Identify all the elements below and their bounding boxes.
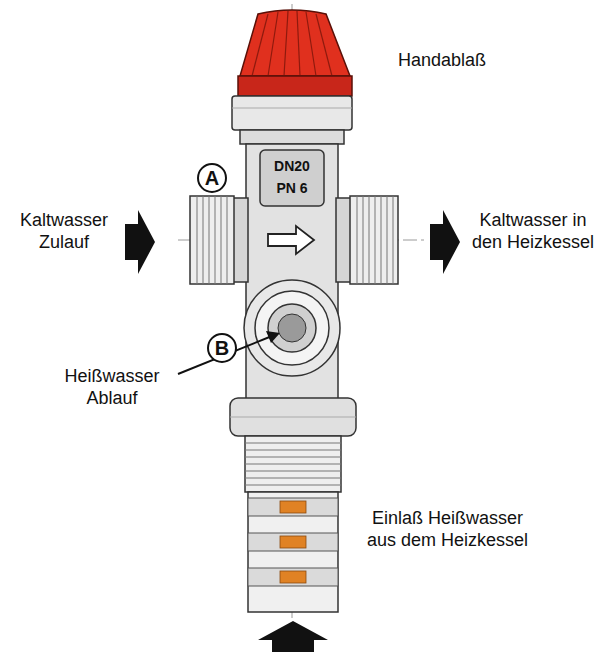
flow-label: Einlaß Heißwasser aus dem Heizkessel <box>360 508 535 551</box>
flow-label: Kaltwasser in den Heizkessel <box>464 210 602 253</box>
callout-letter: A <box>205 168 219 188</box>
part-label: Handablaß <box>398 50 548 72</box>
pressure-rating: PN 6 <box>260 180 324 197</box>
port-label: Heißwasser Ablauf <box>54 366 170 409</box>
callout-letter: B <box>215 338 229 358</box>
nominal-size: DN20 <box>260 158 324 175</box>
flow-label: Kaltwasser Zulauf <box>8 210 120 253</box>
callout-circle: B <box>207 333 237 363</box>
callout-circle: A <box>197 163 227 193</box>
